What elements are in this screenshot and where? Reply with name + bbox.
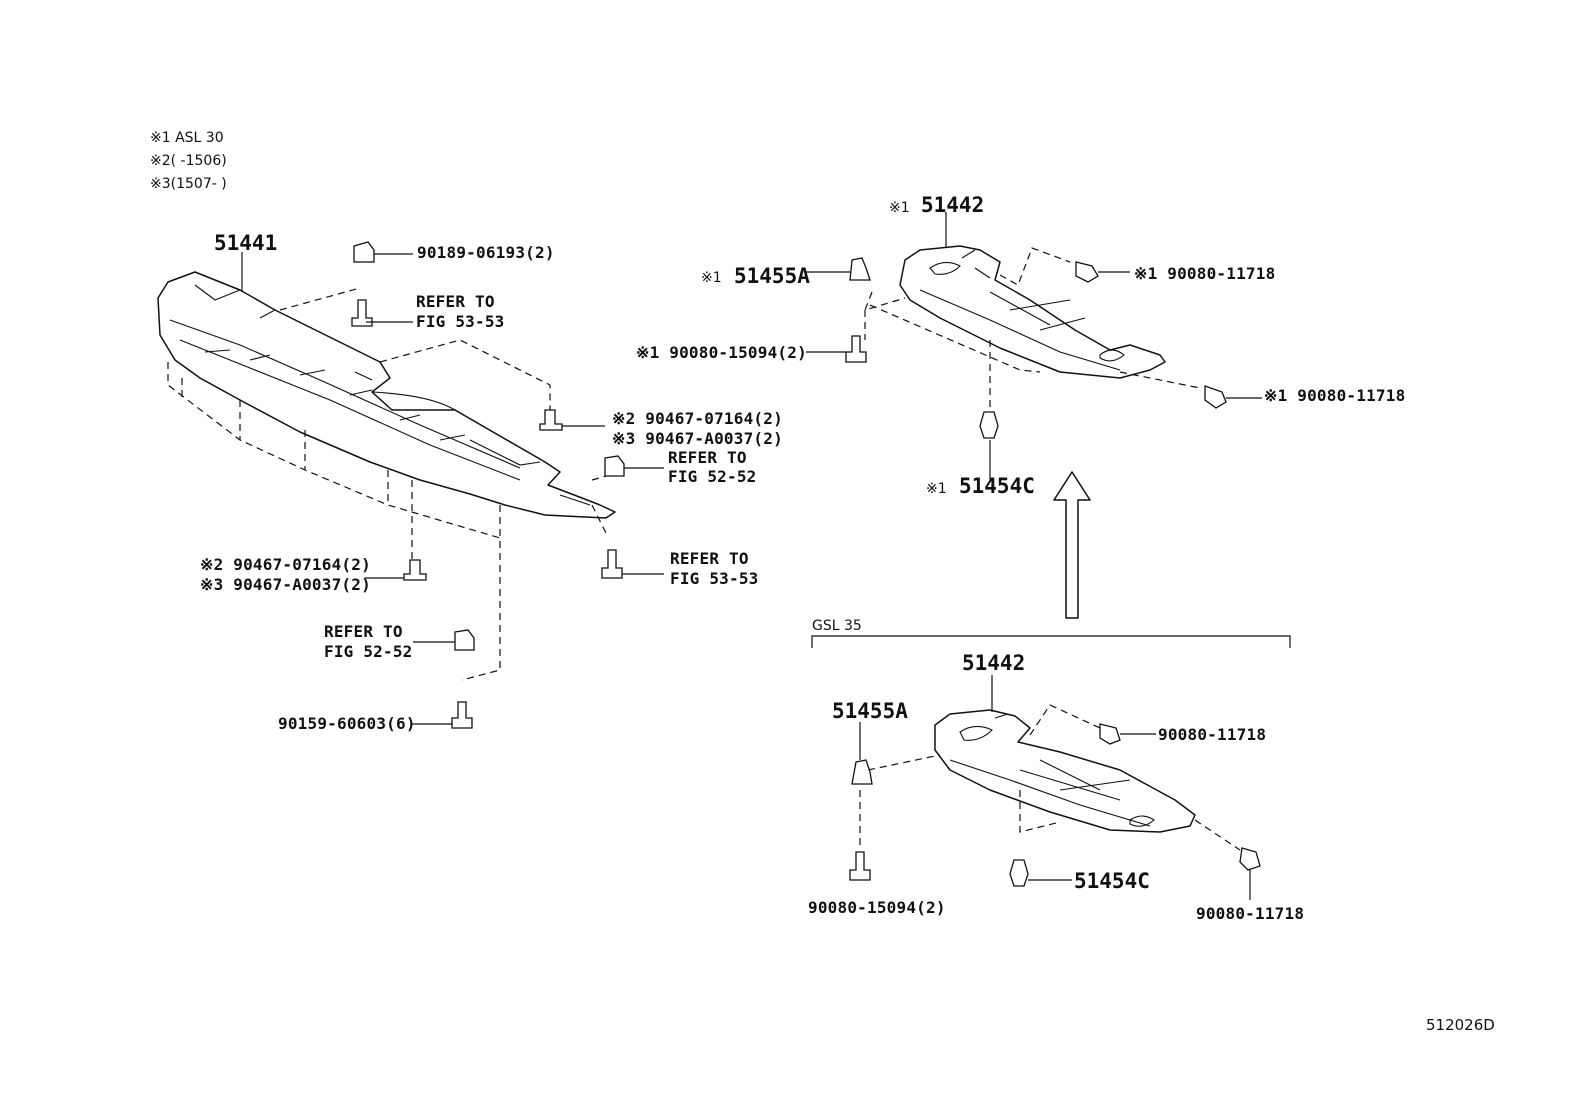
nut-51455a-icon	[849, 257, 871, 281]
lower-dash-lines	[859, 704, 1241, 851]
upper-clip-51454c-label: 51454C	[959, 474, 1035, 498]
under-cover-51442-gsl35[interactable]	[934, 709, 1196, 833]
left-under-cover-assembly: 51441 90189-06193(2) REFER TO FIG 53-53 …	[157, 231, 783, 733]
lower-leader-lines	[859, 675, 1251, 900]
lower-bolt-11718-top-label: 90080-11718	[1158, 725, 1266, 744]
clip-refer-right-icon	[604, 455, 625, 477]
upper-leader-lines	[804, 212, 1262, 480]
upper-cover-details	[919, 249, 1125, 371]
clip-51454c-icon	[979, 411, 999, 439]
notes-block: ※1 ASL 30 ※2( -1506) ※3(1507- )	[150, 130, 227, 192]
clip-90189-label: 90189-06193(2)	[417, 243, 555, 262]
part-51441-label: 51441	[214, 231, 277, 255]
clip-90467-right-icon	[539, 409, 563, 431]
left-cover-dash-lines	[167, 287, 611, 681]
upper-clip-prefix: ※1	[926, 481, 947, 497]
upper-bolt-11718-top-label: ※1 90080-11718	[1134, 264, 1275, 283]
bolt-top-icon	[351, 299, 373, 327]
screw-90159-icon	[451, 701, 473, 729]
engine-under-cover-51441[interactable]	[157, 271, 616, 519]
lower-bolt-11718-top-icon	[1099, 723, 1121, 745]
lower-bolt-15094-icon	[849, 851, 871, 881]
gsl35-bracket	[811, 635, 1291, 648]
clip-left-label-1: ※2 90467-07164(2)	[200, 555, 371, 574]
upper-nut-prefix: ※1	[701, 270, 722, 286]
refer-top-line2: FIG 53-53	[416, 312, 505, 331]
refer-right-line2: FIG 52-52	[668, 467, 757, 486]
clip-90467-left-icon	[403, 559, 427, 581]
gsl35-label: GSL 35	[812, 618, 862, 634]
bolt-15094-icon	[845, 335, 867, 363]
lower-nut-51455a-label: 51455A	[832, 699, 908, 723]
refer-right-lower-line1: REFER TO	[670, 549, 749, 568]
lower-nut-51455a-icon	[851, 759, 873, 785]
lower-part-51442-label: 51442	[962, 651, 1025, 675]
refer-bottom-line2: FIG 52-52	[324, 642, 413, 661]
cover-rib-lines	[169, 284, 591, 506]
upper-dash-lines	[863, 247, 1201, 412]
upper-nut-51455a-label: 51455A	[734, 264, 810, 288]
screw-90159-label: 90159-60603(6)	[278, 714, 416, 733]
upward-arrow	[1053, 471, 1091, 619]
upper-right-assembly: ※1 51442 ※1 51455A ※1 90080-15094(2) ※1 …	[636, 193, 1405, 498]
clip-left-label-2: ※3 90467-A0037(2)	[200, 575, 371, 594]
refer-right-lower-line2: FIG 53-53	[670, 569, 759, 588]
figure-code: 512026D	[1426, 1016, 1495, 1034]
clip-90189-icon	[353, 241, 375, 263]
refer-bottom-line1: REFER TO	[324, 622, 403, 641]
upper-main-prefix: ※1	[889, 200, 910, 216]
lower-clip-51454c-icon	[1009, 859, 1029, 887]
bolt-11718-right-icon	[1204, 385, 1227, 409]
note-from-1507: ※3(1507- )	[150, 176, 227, 192]
under-cover-51442-asl30[interactable]	[899, 245, 1166, 379]
refer-right-line1: REFER TO	[668, 448, 747, 467]
lower-right-assembly: GSL 35 51442 51455A 90080-11718 90080-15…	[808, 618, 1304, 923]
lower-bolt-11718-right-label: 90080-11718	[1196, 904, 1304, 923]
left-leader-lines	[241, 252, 664, 725]
upper-bolt-15094-label: ※1 90080-15094(2)	[636, 343, 807, 362]
clip-right-label-2: ※3 90467-A0037(2)	[612, 429, 783, 448]
bolt-refer-right-icon	[601, 549, 623, 579]
note-until-1506: ※2( -1506)	[150, 153, 227, 169]
note-asl30: ※1 ASL 30	[150, 130, 224, 146]
lower-cover-details	[949, 713, 1155, 827]
bolt-11718-top-icon	[1075, 261, 1099, 283]
upper-part-51442-label: 51442	[921, 193, 984, 217]
lower-bolt-11718-right-icon	[1239, 847, 1261, 871]
lower-clip-51454c-label: 51454C	[1074, 869, 1150, 893]
clip-refer-bottom-icon	[454, 629, 475, 651]
refer-top-line1: REFER TO	[416, 292, 495, 311]
lower-bolt-15094-label: 90080-15094(2)	[808, 898, 946, 917]
clip-right-label-1: ※2 90467-07164(2)	[612, 409, 783, 428]
upper-bolt-11718-right-label: ※1 90080-11718	[1264, 386, 1405, 405]
